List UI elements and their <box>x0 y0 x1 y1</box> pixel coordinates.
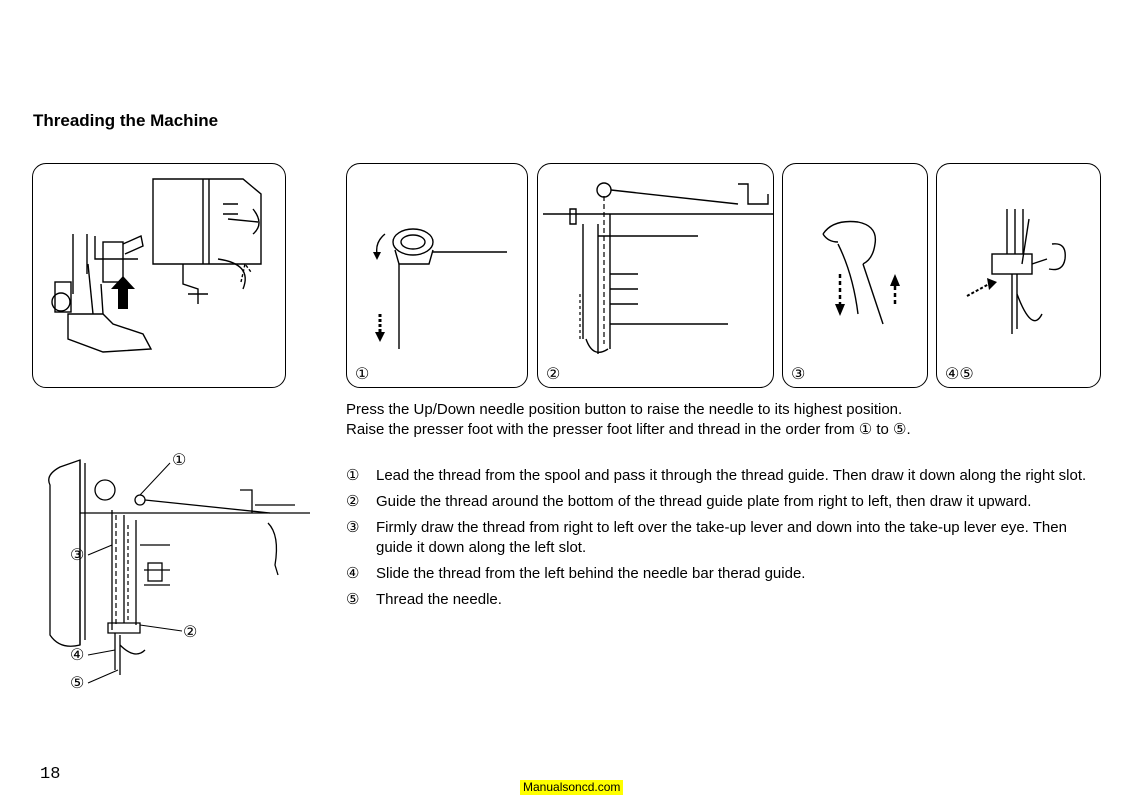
panel-step-3: ③ <box>782 163 928 388</box>
panel-step-1: ① <box>346 163 528 388</box>
panel-label: ① <box>355 366 370 383</box>
step-text: Slide the thread from the left behind th… <box>376 565 806 582</box>
step-number: ④ <box>346 565 360 582</box>
presser-foot-illustration <box>51 178 262 353</box>
needle-bar-illustration <box>966 209 1066 334</box>
list-item: ① Lead the thread from the spool and pas… <box>346 466 1106 486</box>
panel-label: ④⑤ <box>945 366 974 383</box>
watermark-link[interactable]: Manualsoncd.com <box>520 780 624 795</box>
list-item: ② Guide the thread around the bottom of … <box>346 492 1106 512</box>
step-number: ③ <box>346 519 360 536</box>
step-number: ① <box>346 467 360 484</box>
step-text: Lead the thread from the spool and pass … <box>376 467 1087 484</box>
step-text: Firmly draw the thread from right to lef… <box>376 519 1067 556</box>
list-item: ④ Slide the thread from the left behind … <box>346 564 1106 584</box>
panel-label: ② <box>546 366 561 383</box>
take-up-lever-illustration <box>822 220 900 325</box>
step-text: Thread the needle. <box>376 591 502 608</box>
page-title: Threading the Machine <box>33 111 219 130</box>
panel-label: ③ <box>791 366 806 383</box>
list-item: ③ Firmly draw the thread from right to l… <box>346 518 1106 558</box>
intro-line: Press the Up/Down needle position button… <box>346 401 903 418</box>
list-item: ⑤ Thread the needle. <box>346 590 1106 610</box>
panel-step-4-5: ④⑤ <box>936 163 1101 388</box>
steps-list: ① Lead the thread from the spool and pas… <box>346 466 1106 616</box>
panel-presser-foot <box>32 163 286 388</box>
spool-illustration <box>373 228 507 349</box>
threading-path-diagram: ① ③ ② ④ ⑤ <box>40 445 330 710</box>
thread-guide-plate-illustration <box>543 182 773 354</box>
diagram-callout-2: ② <box>183 624 197 641</box>
intro-line: Raise the presser foot with the presser … <box>346 421 911 438</box>
page-number: 18 <box>40 765 61 784</box>
machine-threading-illustration: ① ③ ② ④ ⑤ <box>48 452 310 692</box>
intro-text: Press the Up/Down needle position button… <box>346 400 911 440</box>
step-number: ⑤ <box>346 591 360 608</box>
step-text: Guide the thread around the bottom of th… <box>376 493 1032 510</box>
diagram-callout-5: ⑤ <box>70 675 84 692</box>
diagram-callout-3: ③ <box>70 547 84 564</box>
diagram-callout-4: ④ <box>70 647 84 664</box>
step-number: ② <box>346 493 360 510</box>
panel-step-2: ② <box>537 163 774 388</box>
diagram-callout-1: ① <box>172 452 186 469</box>
